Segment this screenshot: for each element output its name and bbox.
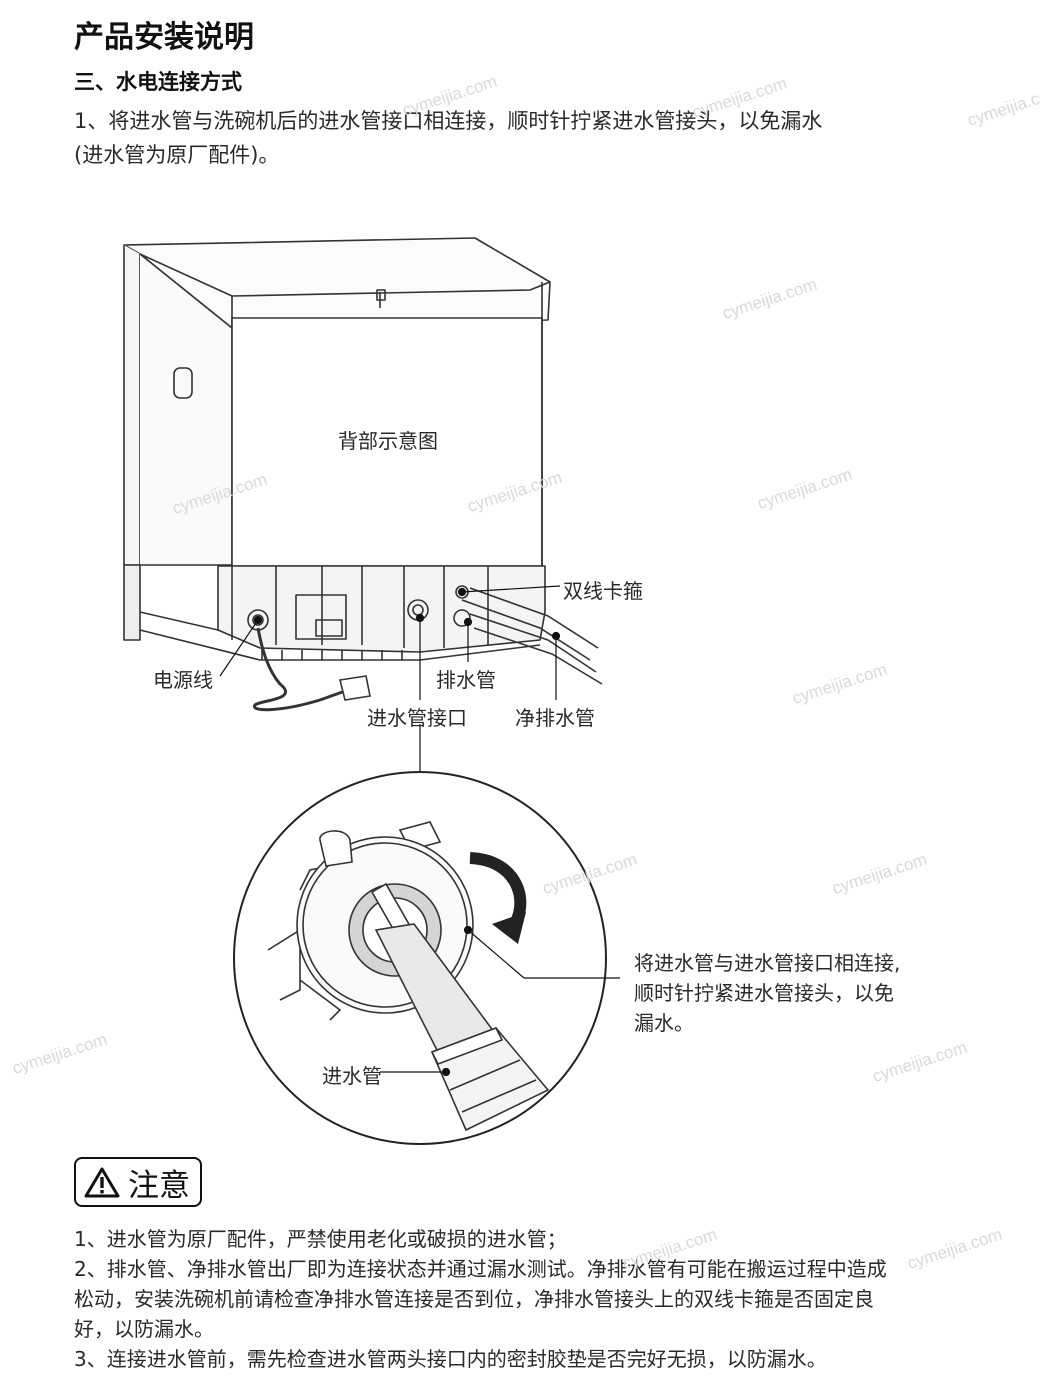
detail-callout-line2: 顺时针拧紧进水管接头，以免	[634, 981, 894, 1005]
detail-callout-text: 将进水管与进水管接口相连接, 顺时针拧紧进水管接头，以免 漏水。	[634, 948, 900, 1038]
caution-title: 注意	[128, 1167, 190, 1204]
label-power-cord: 电源线	[153, 668, 213, 692]
step1-line1: 1、将进水管与洗碗机后的进水管接口相连接，顺时针拧紧进水管接头，以免漏水	[74, 109, 823, 133]
caution-notes: 1、进水管为原厂配件，严禁使用老化或破损的进水管； 2、排水管、净排水管出厂即为…	[74, 1224, 887, 1374]
label-double-wire-clamp: 双线卡箍	[563, 579, 643, 603]
detail-callout-line1: 将进水管与进水管接口相连接,	[634, 951, 901, 975]
detail-callout-line3: 漏水。	[634, 1011, 694, 1035]
watermark: cymeijia.com	[905, 1224, 1005, 1274]
caution-box: 注意	[74, 1157, 202, 1207]
dishwasher-back-diagram	[123, 237, 620, 1145]
label-inlet-connector: 进水管接口	[367, 706, 467, 730]
clean-drain-hose	[469, 613, 603, 685]
power-cord	[253, 627, 349, 712]
caution-note-2: 2、排水管、净排水管出厂即为连接状态并通过漏水测试。净排水管有可能在搬运过程中造…	[74, 1257, 887, 1281]
dishwasher-side-panel	[123, 245, 141, 566]
inlet-connector-dot	[415, 613, 425, 623]
side-handle-slot	[173, 367, 193, 399]
page-title: 产品安装说明	[74, 20, 254, 55]
caution-note-5: 3、连接进水管前，需先检查进水管两头接口内的密封胶垫是否完好无损，以防漏水。	[74, 1347, 827, 1371]
drain-hose	[461, 587, 599, 661]
label-clean-drain-hose: 净排水管	[515, 706, 595, 730]
inlet-hose-dot	[441, 1067, 451, 1077]
section-heading: 三、水电连接方式	[74, 70, 242, 94]
label-drain-hose: 排水管	[436, 668, 496, 692]
dishwasher-back-panel	[231, 317, 543, 567]
caution-note-4: 好，以防漏水。	[74, 1317, 214, 1341]
clean-drain-dot	[551, 631, 561, 641]
step1-line2: (进水管为原厂配件)。	[74, 143, 280, 167]
dishwasher-base	[123, 564, 141, 641]
drain-hose-dot	[463, 617, 473, 627]
warning-triangle-icon	[84, 1167, 120, 1198]
callout-dot	[463, 925, 473, 935]
clamp-dot	[457, 587, 467, 597]
caution-note-1: 1、进水管为原厂配件，严禁使用老化或破损的进水管；	[74, 1227, 567, 1251]
label-inlet-hose: 进水管	[322, 1064, 382, 1088]
back-view-label: 背部示意图	[338, 429, 438, 453]
power-cord-dot	[253, 615, 263, 625]
caution-note-3: 松动，安装洗碗机前请检查净排水管连接是否到位，净排水管接头上的双线卡箍是否固定良	[74, 1287, 874, 1311]
